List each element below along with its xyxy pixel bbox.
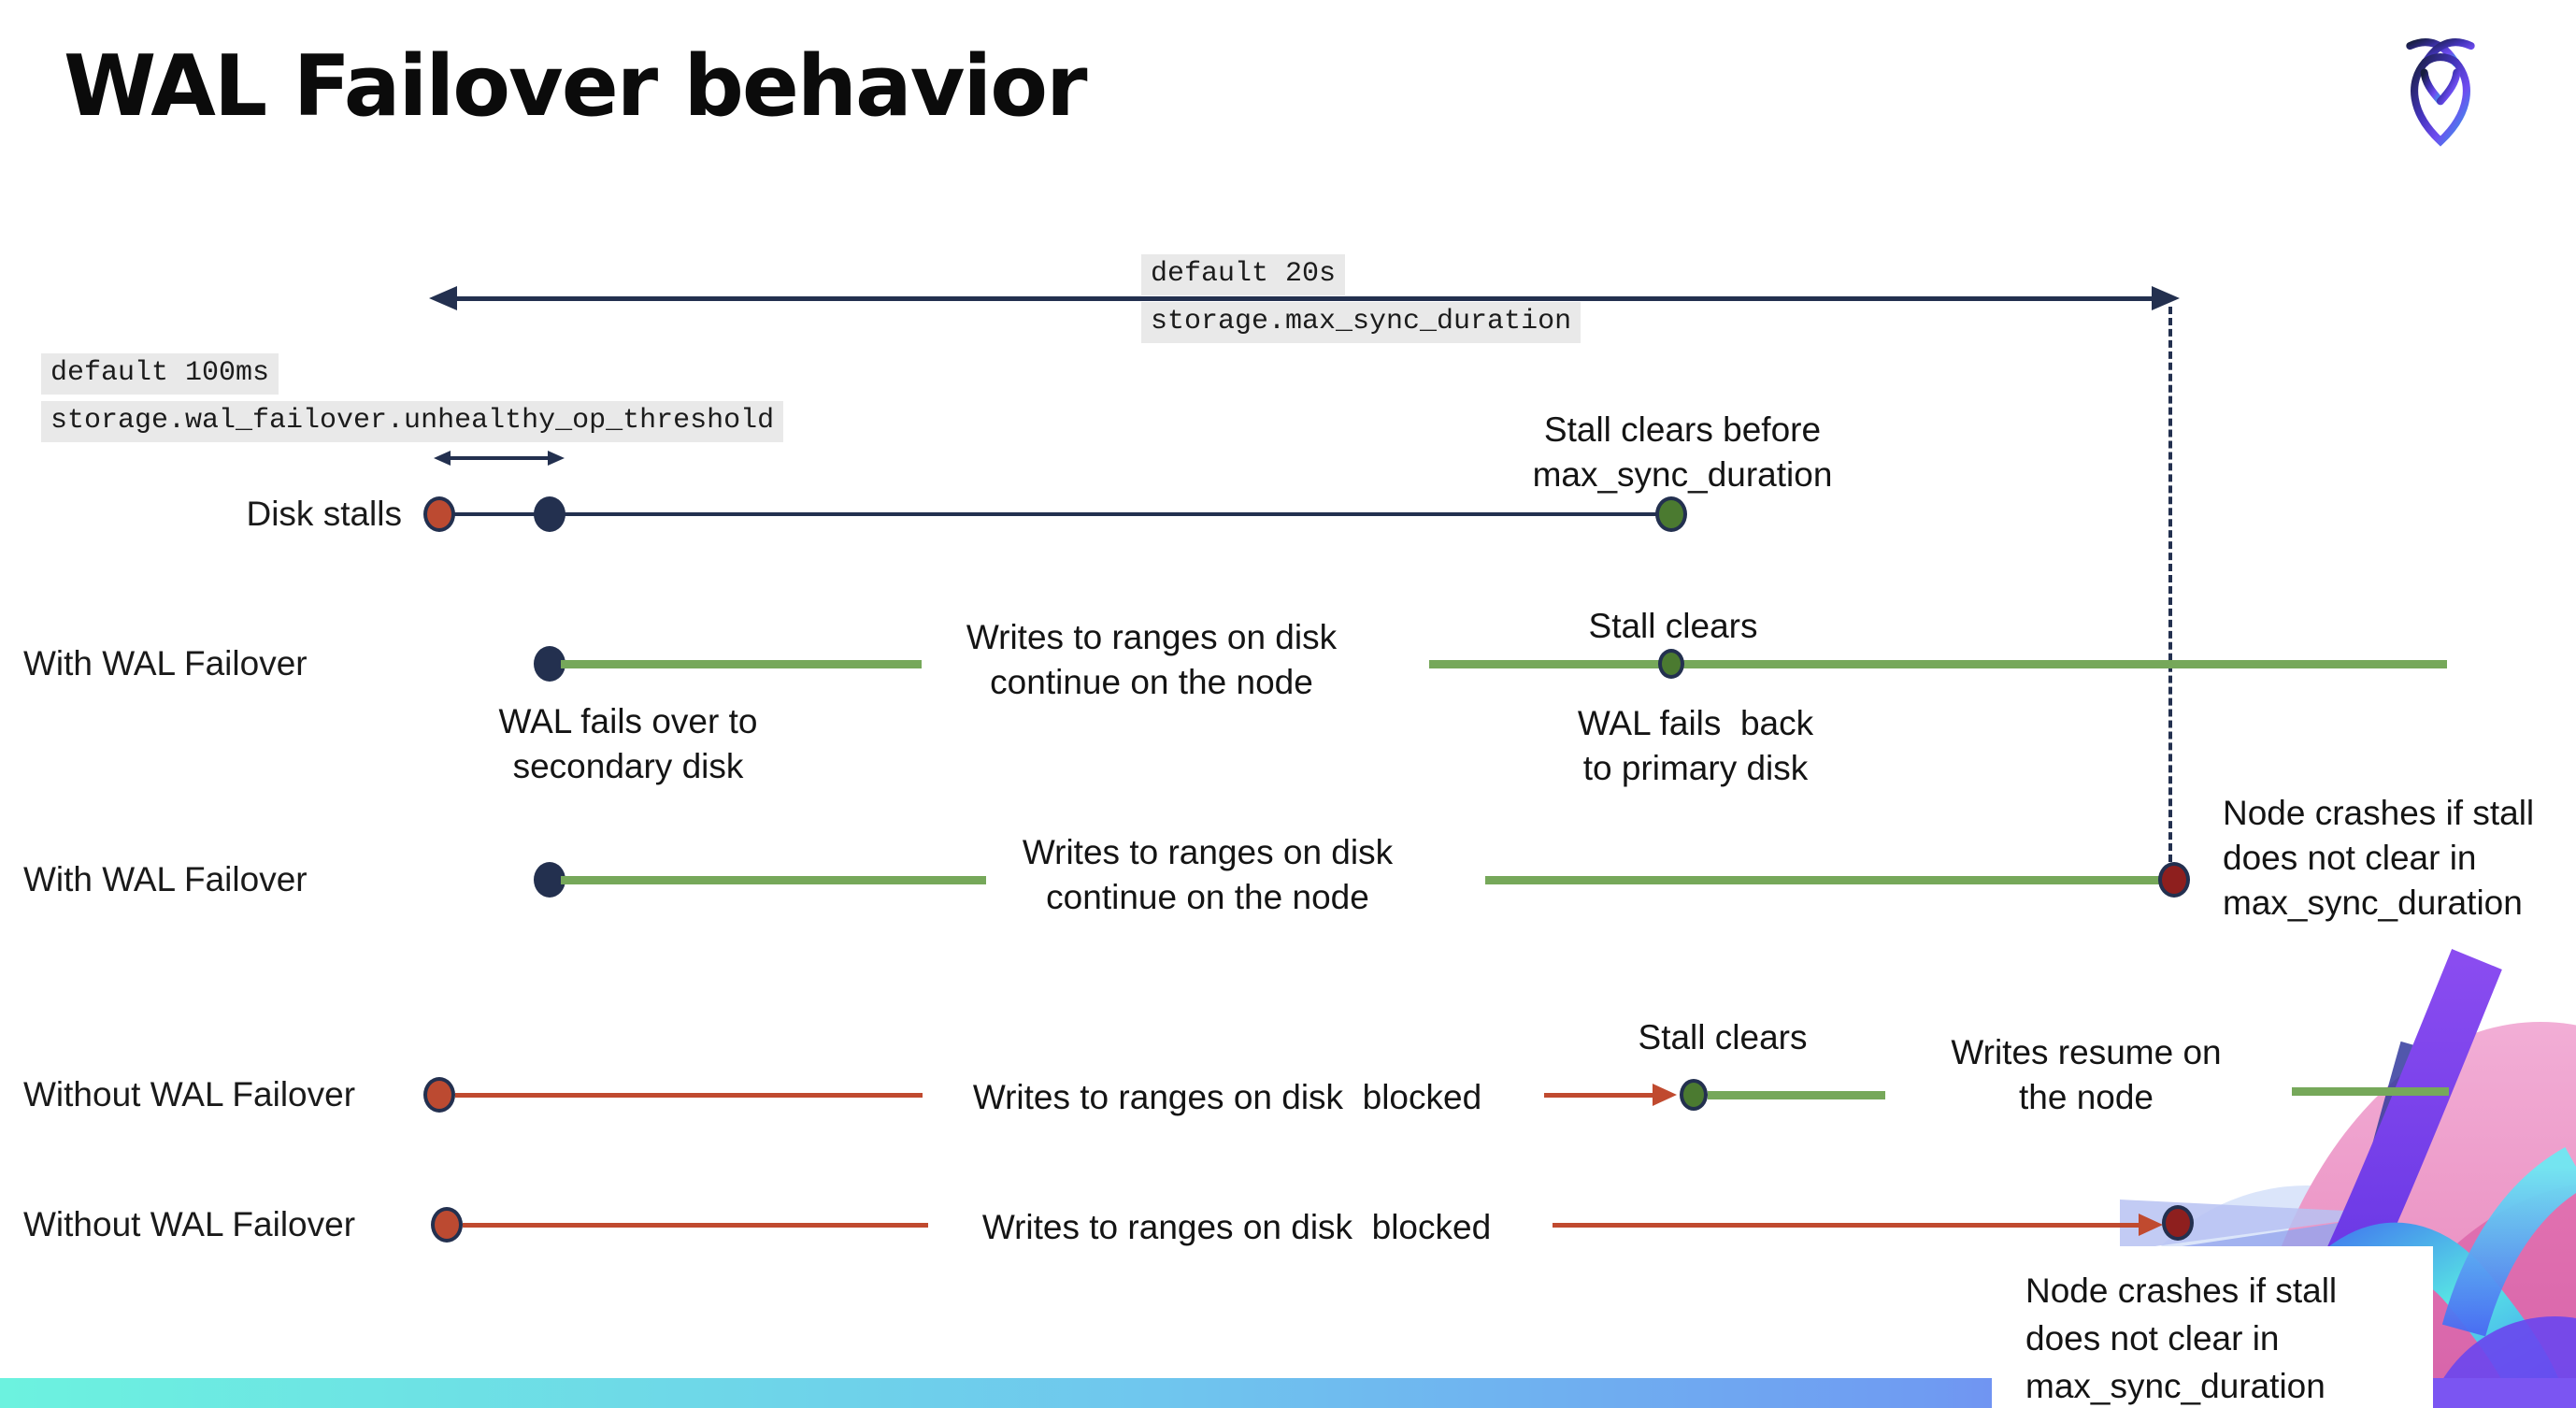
crash-arrow-line	[1553, 1223, 2139, 1228]
threshold-arrow-line	[449, 456, 550, 460]
crash-note-1: Node crashes if stall does not clear in …	[2223, 794, 2535, 923]
max-sync-default-value: default 20s	[1141, 254, 1346, 295]
writes-continue-line-1b	[1429, 660, 2447, 668]
failover-threshold-dot-1	[534, 496, 565, 532]
wal-failover-dot-2	[534, 862, 565, 898]
disk-stall-timeline	[439, 512, 1671, 516]
unhealthy-default-value: default 100ms	[41, 353, 279, 395]
row-label-disk-stalls: Disk stalls	[246, 495, 402, 533]
stall-clear-arrow-line-1	[1544, 1093, 1653, 1098]
unhealthy-threshold-label: default 100ms storage.wal_failover.unhea…	[41, 353, 784, 449]
row-label-without-wal-failover-2: Without WAL Failover	[23, 1205, 356, 1243]
wal-fails-back-note: WAL fails back to primary disk	[1577, 704, 1814, 788]
stall-clears-before-note: Stall clears before max_sync_duration	[1532, 410, 1833, 495]
crash-arrowhead	[2139, 1214, 2163, 1236]
stall-clears-dot-3	[1680, 1079, 1708, 1111]
stall-clears-label-1: Stall clears	[1588, 607, 1758, 645]
max-sync-setting-name: storage.max_sync_duration	[1141, 302, 1581, 343]
writes-continue-note-2: Writes to ranges on disk continue on the…	[1022, 833, 1394, 917]
writes-continue-line-2b	[1485, 876, 2161, 884]
wal-fails-over-note: WAL fails over to secondary disk	[498, 702, 758, 786]
writes-blocked-note-2: Writes to ranges on disk blocked	[981, 1208, 1492, 1246]
max-sync-arrowhead-right	[2152, 286, 2180, 310]
row-label-with-wal-failover-2: With WAL Failover	[23, 860, 308, 898]
threshold-arrowhead-right	[548, 451, 565, 466]
threshold-arrowhead-left	[434, 451, 451, 466]
disk-stall-dot-2	[423, 1077, 455, 1113]
writes-continue-note-1: Writes to ranges on disk continue on the…	[966, 618, 1338, 702]
max-sync-duration-label: default 20s storage.max_sync_duration	[1141, 254, 1581, 350]
writes-blocked-line-2	[463, 1223, 928, 1228]
writes-resume-line-a	[1708, 1091, 1885, 1099]
node-crash-dot-2	[2162, 1205, 2194, 1241]
stall-clears-dot-2	[1658, 649, 1684, 679]
writes-continue-line-1a	[561, 660, 922, 668]
crash-note-2: Node crashes if stall does not clear in …	[2025, 1272, 2338, 1406]
stall-clear-arrowhead-1	[1653, 1084, 1677, 1106]
writes-resume-note: Writes resume on the node	[1951, 1033, 2222, 1117]
crash-note-box: Node crashes if stall does not clear in …	[1992, 1246, 2433, 1408]
writes-blocked-note-1: Writes to ranges on disk blocked	[972, 1078, 1482, 1116]
row-label-with-wal-failover-1: With WAL Failover	[23, 644, 308, 682]
disk-stall-dot-3	[431, 1207, 463, 1243]
max-sync-arrow-line	[452, 296, 2157, 301]
writes-blocked-line-1	[455, 1093, 923, 1098]
disk-stall-dot-1	[423, 496, 455, 532]
max-sync-dashed-connector	[2168, 307, 2172, 862]
node-crash-dot-1	[2158, 862, 2190, 898]
writes-continue-line-2a	[561, 876, 986, 884]
unhealthy-setting-name: storage.wal_failover.unhealthy_op_thresh…	[41, 401, 784, 442]
stall-clears-label-2: Stall clears	[1638, 1018, 1808, 1056]
stall-clears-dot-1	[1655, 496, 1687, 532]
writes-resume-line-b	[2292, 1087, 2449, 1096]
row-label-without-wal-failover-1: Without WAL Failover	[23, 1075, 356, 1113]
